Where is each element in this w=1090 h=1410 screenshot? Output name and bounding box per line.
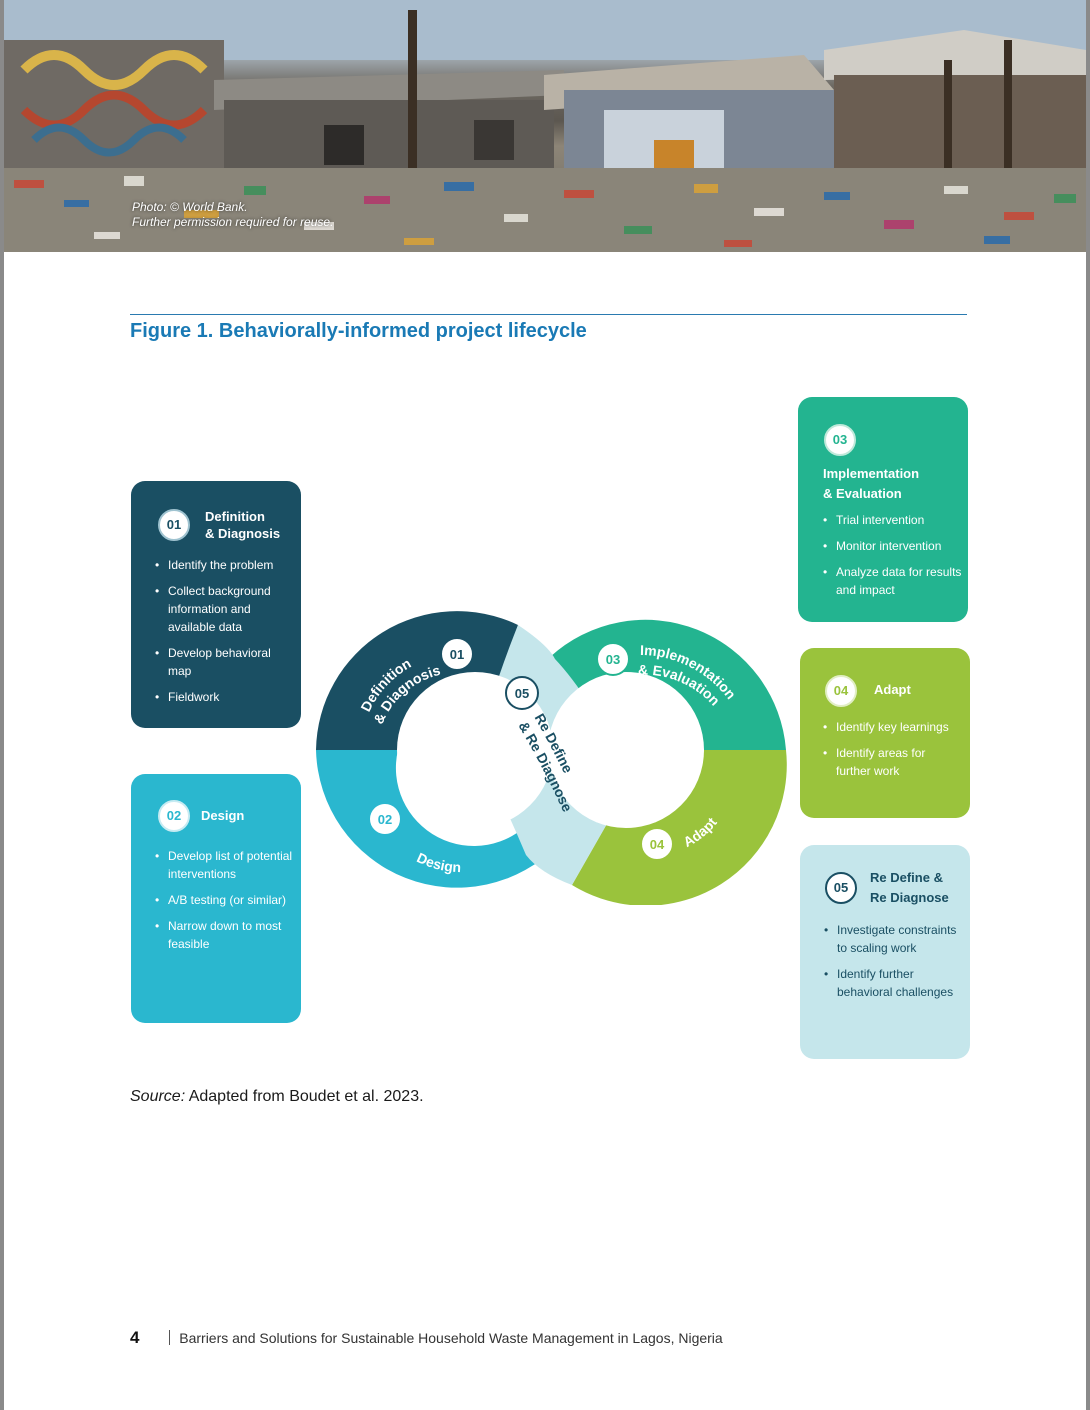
card-list: Identify key learnings Identify areas fo… <box>823 718 963 788</box>
card-heading: Re Define & Re Diagnose <box>870 868 949 908</box>
card-redefine-rediagnose: 05 Re Define & Re Diagnose Investigate c… <box>800 845 970 1059</box>
card-list: Trial intervention Monitor intervention … <box>823 511 963 607</box>
page-number: 4 <box>130 1328 140 1347</box>
badge-03: 03 <box>596 642 630 676</box>
badge-04: 04 <box>640 827 674 861</box>
card-list-item: Identify the problem <box>155 556 295 574</box>
segment-adapt <box>572 750 787 905</box>
card-implementation-evaluation: 03 Implementation & Evaluation Trial int… <box>798 397 968 622</box>
card-number: 05 <box>825 872 857 904</box>
card-definition-diagnosis: 01 Definition & Diagnosis Identify the p… <box>131 481 301 728</box>
card-list-item: Narrow down to most feasible <box>155 917 295 953</box>
figure-title: Figure 1. Behaviorally-informed project … <box>130 320 587 342</box>
source-text: Adapted from Boudet et al. 2023. <box>185 1088 424 1105</box>
source-note: Source: Adapted from Boudet et al. 2023. <box>130 1088 424 1106</box>
badge-01: 01 <box>440 637 474 671</box>
badge-02-text: 02 <box>378 812 392 827</box>
card-heading-line1: Implementation <box>823 466 920 481</box>
card-adapt: 04 Adapt Identify key learnings Identify… <box>800 648 970 818</box>
page-edge-right <box>1086 0 1090 1410</box>
card-list-item: Collect background information and avail… <box>155 582 295 636</box>
card-heading-line2: & Diagnosis <box>205 526 281 541</box>
photo-credit-line2: Further permission required for reuse. <box>132 215 334 229</box>
page-edge-left <box>0 0 4 1410</box>
card-list-item: Identify areas for further work <box>823 744 963 780</box>
card-list-item: Trial intervention <box>823 511 963 529</box>
card-list-item: A/B testing (or similar) <box>155 891 295 909</box>
card-list: Investigate constraints to scaling work … <box>824 921 964 1009</box>
card-heading-line2: Re Diagnose <box>870 890 949 905</box>
card-number: 04 <box>825 675 857 707</box>
right-ring-hole <box>548 672 704 828</box>
page-footer: 4 Barriers and Solutions for Sustainable… <box>130 1328 723 1348</box>
figure-rule <box>130 314 967 315</box>
card-list-item: Fieldwork <box>155 688 295 706</box>
report-title: Barriers and Solutions for Sustainable H… <box>179 1330 723 1346</box>
photo-credit: Photo: © World Bank. Further permission … <box>132 200 333 230</box>
card-list-item: Analyze data for results and impact <box>823 563 963 599</box>
card-list-item: Monitor intervention <box>823 537 963 555</box>
card-heading: Adapt <box>874 682 911 697</box>
card-list-item: Identify further behavioral challenges <box>824 965 964 1001</box>
badge-01-text: 01 <box>450 647 464 662</box>
card-list-item: Develop list of potential interventions <box>155 847 295 883</box>
badge-03-text: 03 <box>606 652 620 667</box>
card-heading-line2: & Evaluation <box>823 486 902 501</box>
card-heading-line1: Re Define & <box>870 870 943 885</box>
card-list-item: Identify key learnings <box>823 718 963 736</box>
card-number: 02 <box>158 800 190 832</box>
card-list-item: Investigate constraints to scaling work <box>824 921 964 957</box>
card-heading-line1: Definition <box>205 509 265 524</box>
badge-05: 05 <box>505 676 539 710</box>
badge-02: 02 <box>368 802 402 836</box>
header-photo-illustration <box>4 0 1086 252</box>
card-number: 01 <box>158 509 190 541</box>
card-heading: Design <box>201 808 245 823</box>
badge-04-text: 04 <box>650 837 665 852</box>
lifecycle-diagram: 01 02 03 04 05 Definition & Diagnosis De… <box>316 611 787 905</box>
segment-design <box>316 750 558 888</box>
left-ring-hole <box>397 672 553 828</box>
card-number: 03 <box>824 424 856 456</box>
photo-credit-line1: Photo: © World Bank. <box>132 200 248 214</box>
card-list: Identify the problem Collect background … <box>155 556 295 714</box>
card-list: Develop list of potential interventions … <box>155 847 295 961</box>
card-list-item: Develop behavioral map <box>155 644 295 680</box>
header-photo: Photo: © World Bank. Further permission … <box>4 0 1086 252</box>
source-label: Source: <box>130 1088 186 1105</box>
footer-divider <box>169 1330 171 1345</box>
card-heading: Implementation & Evaluation <box>823 464 919 504</box>
card-design: 02 Design Develop list of potential inte… <box>131 774 301 1023</box>
card-heading: Definition & Diagnosis <box>205 508 280 542</box>
badge-05-text: 05 <box>515 686 529 701</box>
